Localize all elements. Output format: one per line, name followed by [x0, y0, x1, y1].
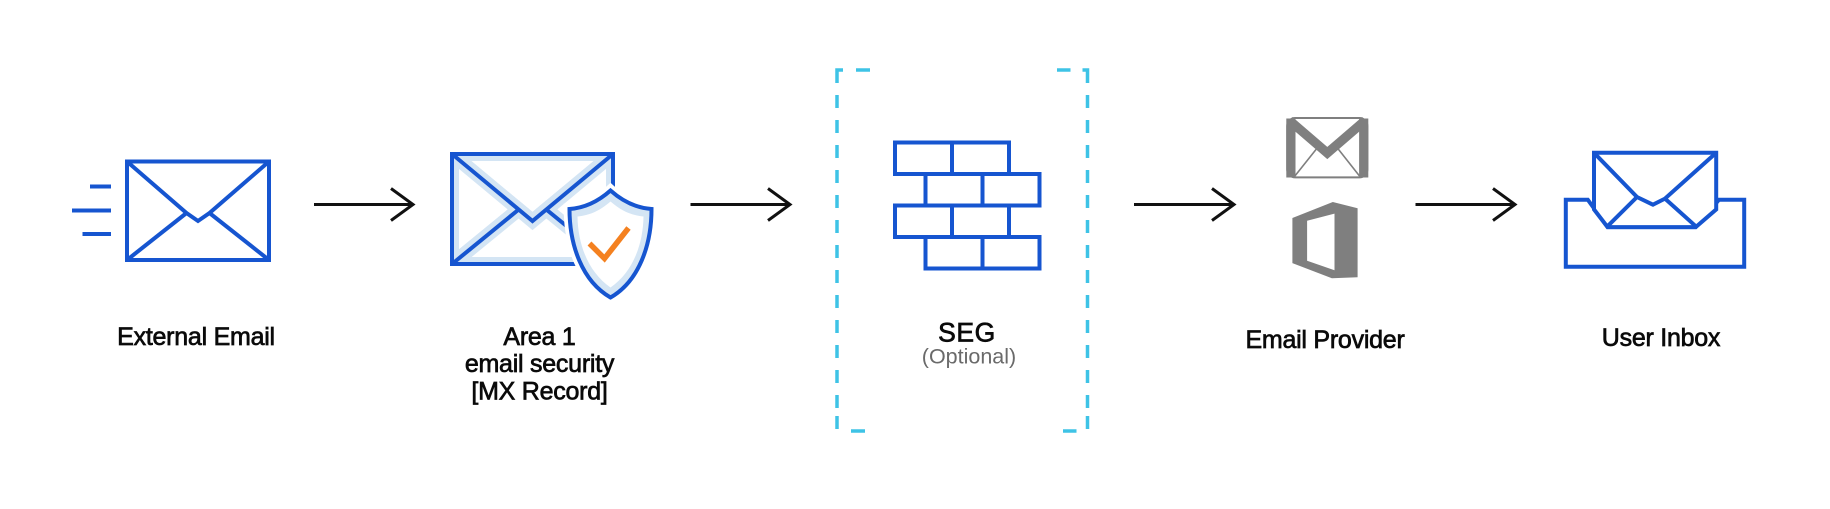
svg-text:External Email: External Email: [117, 323, 275, 351]
svg-text:email security: email security: [465, 350, 615, 378]
svg-text:SEG: SEG: [938, 318, 996, 348]
svg-text:[MX Record]: [MX Record]: [471, 378, 607, 406]
svg-text:Email Provider: Email Provider: [1245, 326, 1404, 354]
svg-text:User Inbox: User Inbox: [1602, 324, 1721, 352]
svg-text:(Optional): (Optional): [922, 345, 1016, 369]
svg-text:Area 1: Area 1: [503, 323, 575, 351]
